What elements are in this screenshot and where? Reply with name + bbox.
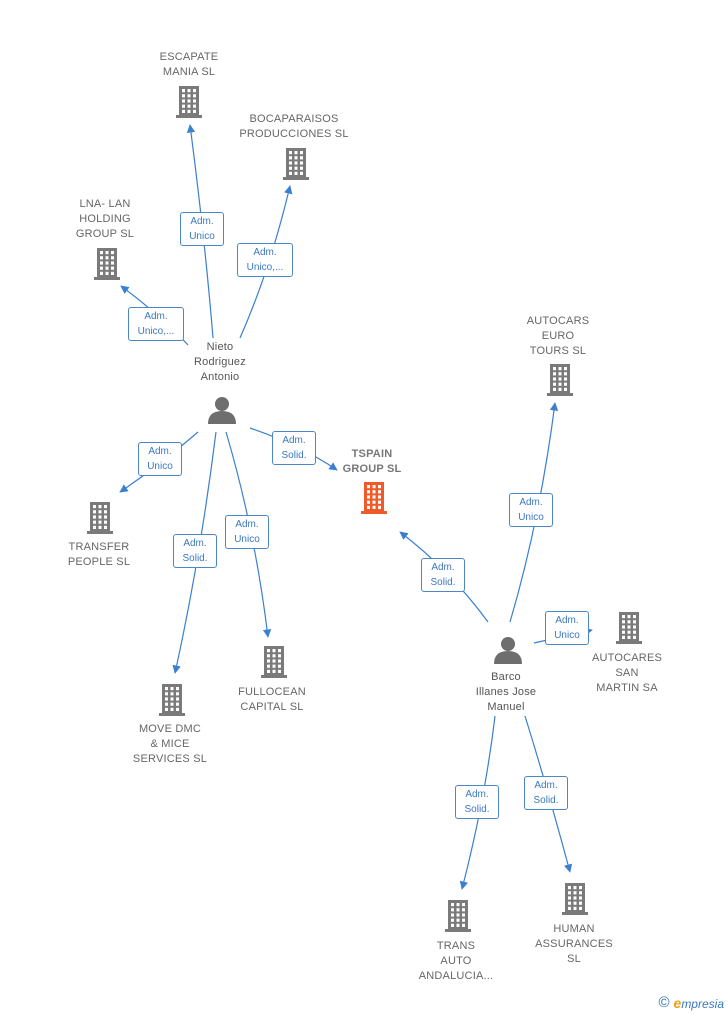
autocares_san-building-icon[interactable] <box>616 612 642 644</box>
edge-label-barco-human[interactable]: Adm. Solid. <box>524 776 568 810</box>
autocars_euro-building-icon[interactable] <box>547 364 573 396</box>
fullocean-building-icon[interactable] <box>261 646 287 678</box>
node-label-bocaparaisos[interactable]: BOCAPARAISOS PRODUCCIONES SL <box>239 113 349 140</box>
node-label-tspain[interactable]: TSPAIN GROUP SL <box>342 448 402 475</box>
move-building-icon[interactable] <box>159 684 185 716</box>
node-label-escapate[interactable]: ESCAPATE MANIA SL <box>159 51 219 78</box>
edge-label-nieto-transfer[interactable]: Adm. Unico <box>138 442 182 476</box>
footer-brand: © empresia <box>658 994 724 1011</box>
edge-label-nieto-tspain[interactable]: Adm. Solid. <box>272 431 316 465</box>
edge-label-barco-autocars_euro[interactable]: Adm. Unico <box>509 493 553 527</box>
trans-building-icon[interactable] <box>445 900 471 932</box>
edge-label-nieto-bocaparaisos[interactable]: Adm. Unico,... <box>237 243 293 277</box>
node-label-human[interactable]: HUMAN ASSURANCES SL <box>535 923 613 965</box>
node-label-trans[interactable]: TRANS AUTO ANDALUCIA... <box>418 940 494 982</box>
node-label-lna[interactable]: LNA- LAN HOLDING GROUP SL <box>75 198 135 240</box>
transfer-building-icon[interactable] <box>87 502 113 534</box>
edge-label-nieto-lna[interactable]: Adm. Unico,... <box>128 307 184 341</box>
brand-logo[interactable]: empresia <box>673 994 724 1011</box>
edge-label-barco-tspain[interactable]: Adm. Solid. <box>421 558 465 592</box>
tspain-building-icon[interactable] <box>361 482 387 514</box>
node-label-autocares_san[interactable]: AUTOCARES SAN MARTIN SA <box>591 652 663 694</box>
bocaparaisos-building-icon[interactable] <box>283 148 309 180</box>
edge-label-barco-autocares_san[interactable]: Adm. Unico <box>545 611 589 645</box>
human-building-icon[interactable] <box>562 883 588 915</box>
edge-label-nieto-move[interactable]: Adm. Solid. <box>173 534 217 568</box>
copyright-icon: © <box>658 994 670 1011</box>
edge-label-nieto-fullocean[interactable]: Adm. Unico <box>225 515 269 549</box>
barco-person-icon[interactable] <box>494 637 522 664</box>
escapate-building-icon[interactable] <box>176 86 202 118</box>
node-label-fullocean[interactable]: FULLOCEAN CAPITAL SL <box>238 686 306 713</box>
node-label-move[interactable]: MOVE DMC & MICE SERVICES SL <box>132 723 208 765</box>
node-label-nieto[interactable]: Nieto Rodriguez Antonio <box>194 341 246 383</box>
edge-label-nieto-escapate[interactable]: Adm. Unico <box>180 212 224 246</box>
nieto-person-icon[interactable] <box>208 397 236 424</box>
node-label-autocars_euro[interactable]: AUTOCARS EURO TOURS SL <box>526 315 590 357</box>
edge-label-barco-trans[interactable]: Adm. Solid. <box>455 785 499 819</box>
node-label-transfer[interactable]: TRANSFER PEOPLE SL <box>67 541 131 568</box>
lna-building-icon[interactable] <box>94 248 120 280</box>
node-label-barco[interactable]: Barco Illanes Jose Manuel <box>475 671 537 713</box>
nodes-layer <box>87 86 642 932</box>
